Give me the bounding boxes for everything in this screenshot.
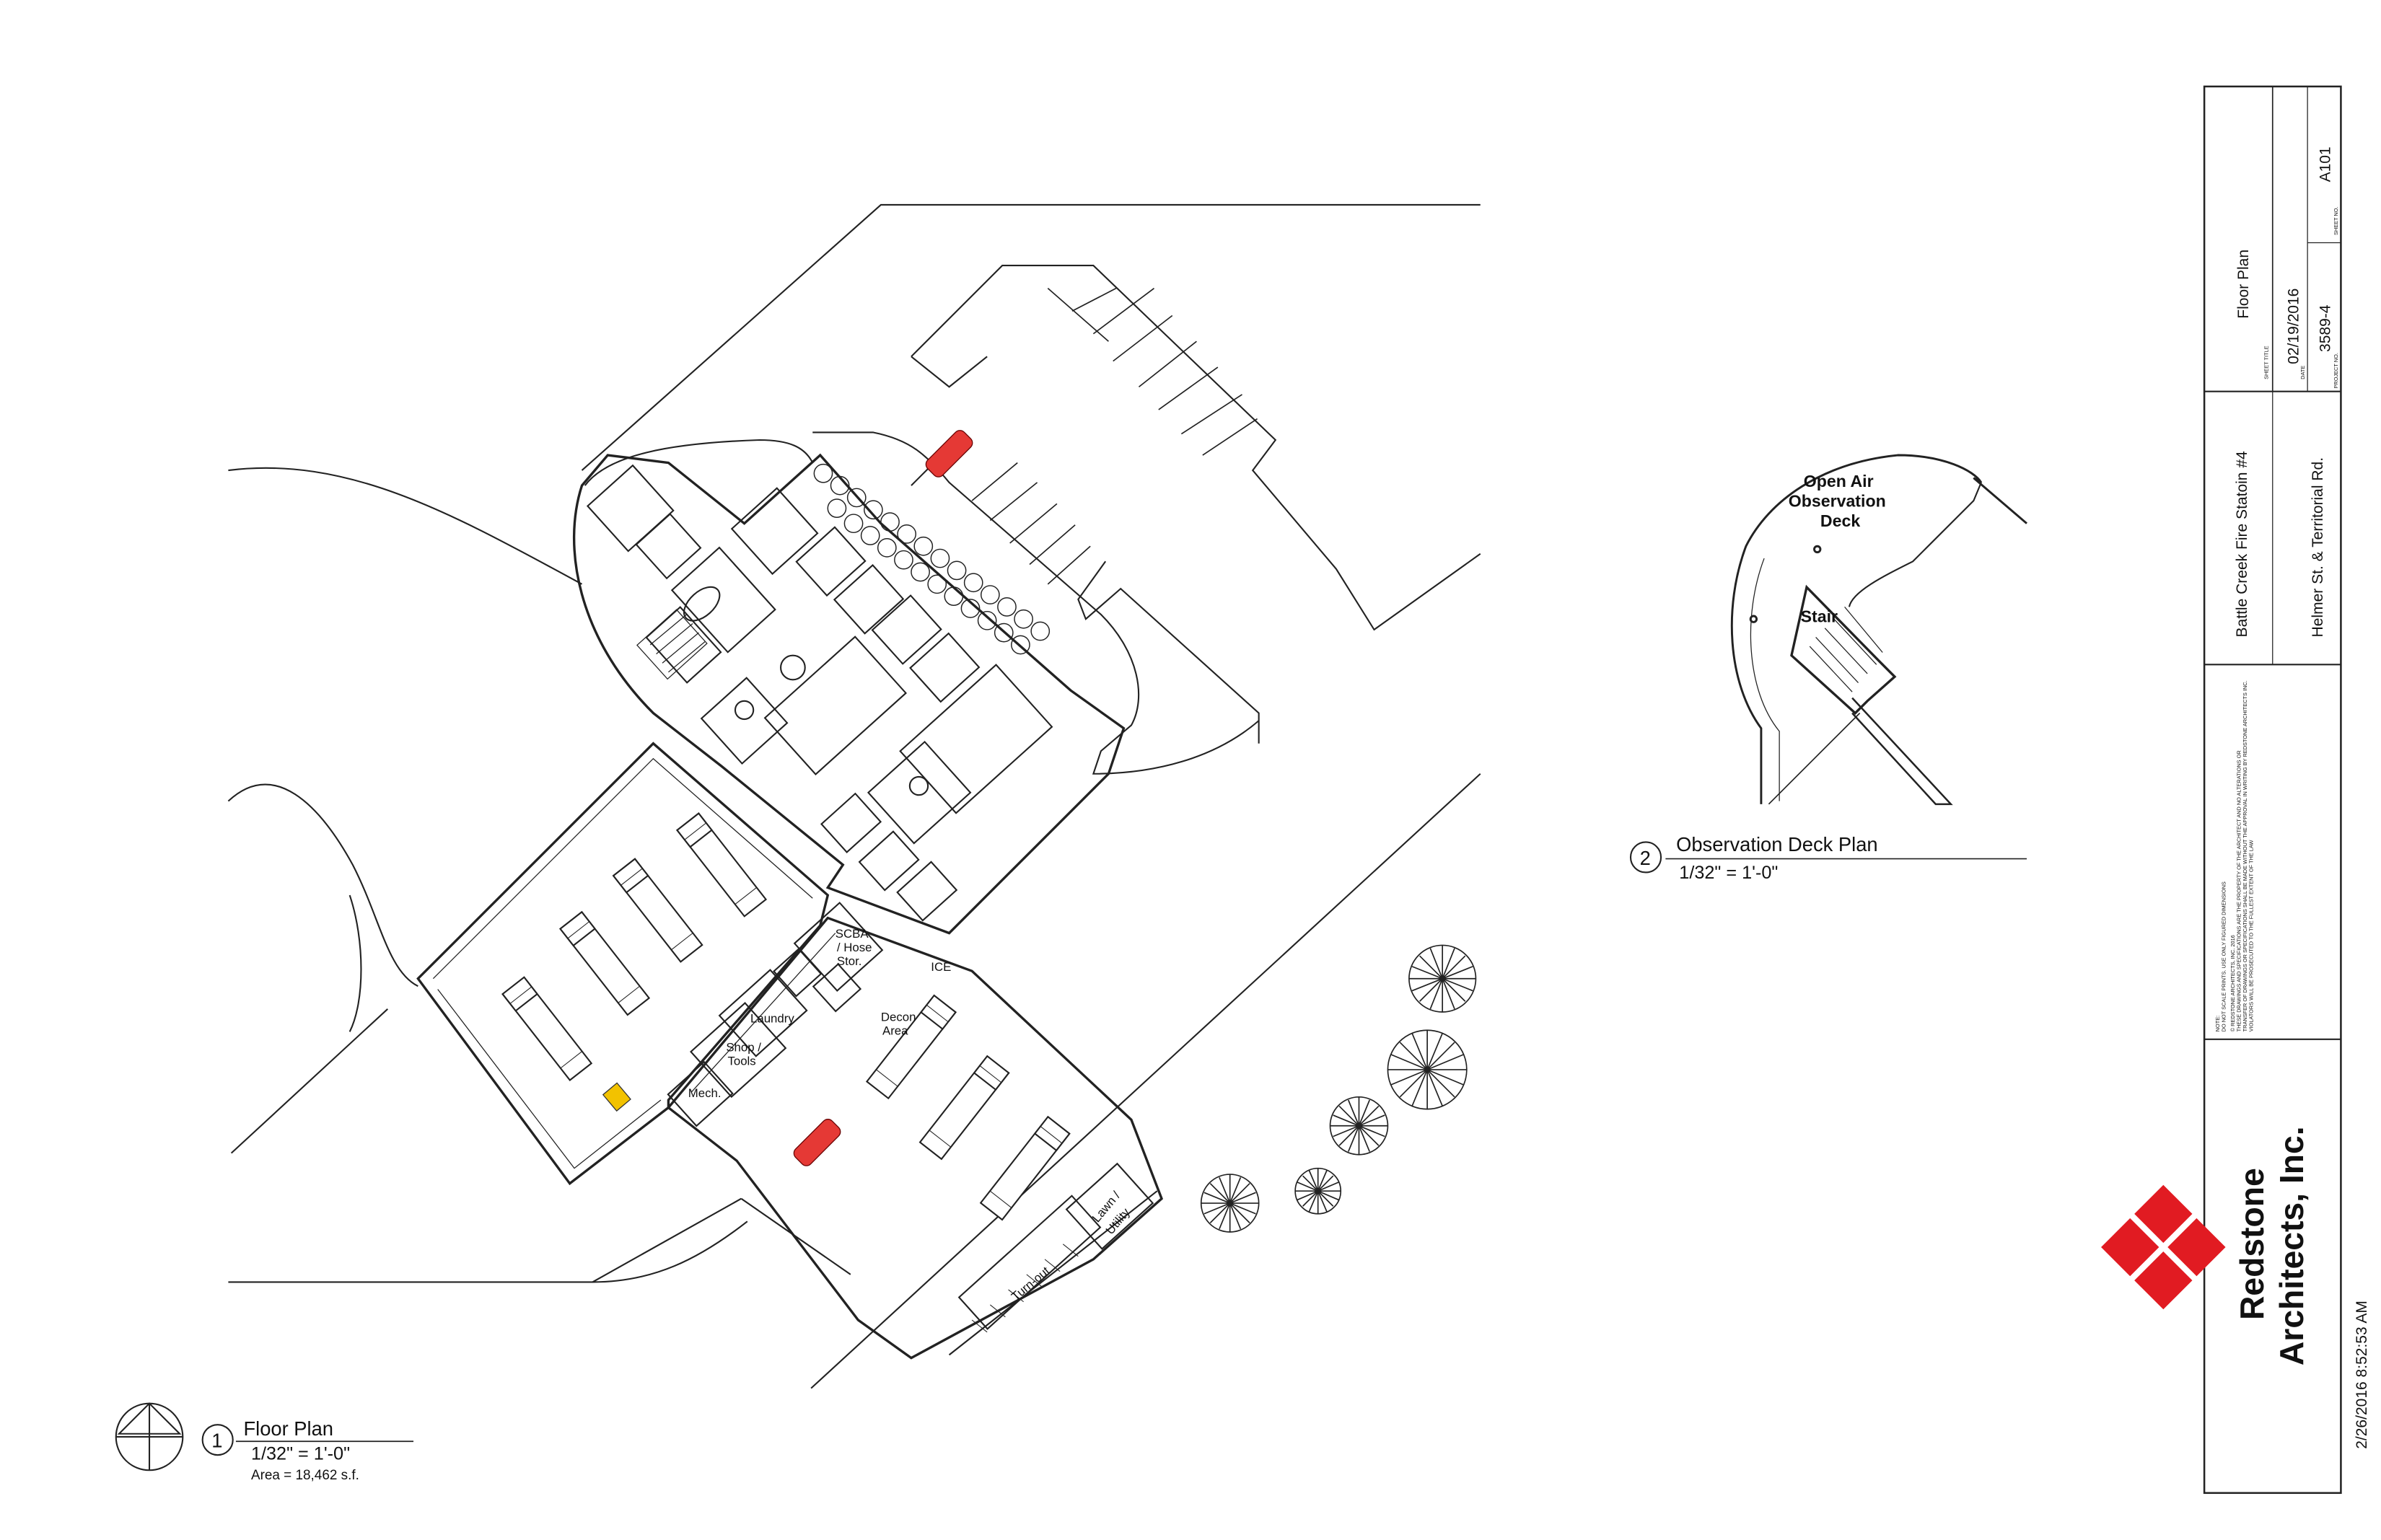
tree-row xyxy=(813,463,1051,655)
deck-callout-bubble xyxy=(1629,841,1662,874)
sheet-title: Floor Plan xyxy=(2235,250,2252,319)
callout-bubble xyxy=(201,1424,234,1456)
date-label: DATE xyxy=(2299,366,2306,379)
scba-label-line1: SCBA xyxy=(836,927,869,941)
scba-label-line3: Stor. xyxy=(837,954,862,968)
title-block xyxy=(2203,85,2342,1495)
deck-callout-number: 2 xyxy=(1640,847,1651,869)
project-no-label: PROJECT NO. xyxy=(2333,353,2339,388)
interior-walls xyxy=(586,464,1053,922)
north-arrow-icon xyxy=(115,1402,184,1471)
sheet-title-label: SHEET TITLE xyxy=(2263,346,2269,379)
front-court xyxy=(584,439,814,486)
floor-plan-callout: 1 Floor Plan 1/32" = 1'-0" Area = 18,462… xyxy=(115,1402,414,1483)
deck-labels: Open Air Observation Deck Stair xyxy=(1789,472,1886,625)
note-5: TRANSFER OF DRAWINGS OR SPECIFICATIONS S… xyxy=(2242,680,2248,1031)
deck-plan-callout: 2 Observation Deck Plan 1/32" = 1'-0" xyxy=(1629,833,2027,883)
firm-name-line2: Architects, Inc. xyxy=(2273,1126,2310,1365)
turnout-hatch xyxy=(971,1244,1079,1333)
floor-plan-scale: 1/32" = 1'-0" xyxy=(251,1444,350,1464)
deck-label-line1: Open Air xyxy=(1804,472,1874,490)
site-trees xyxy=(1200,944,1477,1233)
support-rooms xyxy=(667,902,1154,1330)
shop-label-line2: Tools xyxy=(727,1055,755,1068)
core-stair xyxy=(636,609,708,680)
apparatus-bay-left xyxy=(416,742,830,1186)
observation-deck-plan xyxy=(1730,454,2027,806)
front-drive xyxy=(812,431,1260,775)
note-3: © REDSTONE ARCHITECTS, INC. 2016 xyxy=(2229,935,2236,1031)
parking-stalls xyxy=(971,287,1258,585)
mech-label: Mech. xyxy=(688,1086,722,1100)
deck-plan-scale: 1/32" = 1'-0" xyxy=(1679,863,1778,883)
deck-label-line2: Observation xyxy=(1789,492,1886,511)
decon-label-line2: Area xyxy=(882,1024,908,1038)
red-cars xyxy=(793,430,973,1166)
project-name: Battle Creek Fire Statoin #4 xyxy=(2234,451,2250,637)
callout-number: 1 xyxy=(211,1430,222,1452)
note-4: THESE DRAWINGS AND SPECIFICATIONS ARE TH… xyxy=(2236,750,2242,1031)
scba-label-line2: / Hose xyxy=(837,941,872,954)
floor-plan-title: Floor Plan xyxy=(243,1417,333,1440)
project-address: Helmer St. & Territorial Rd. xyxy=(2310,457,2326,638)
project-no-value: 3589-4 xyxy=(2318,304,2334,352)
sheet-no-value: A101 xyxy=(2318,146,2334,182)
site-lines xyxy=(227,203,1481,1389)
laundry-label: Laundry xyxy=(750,1012,794,1026)
date-value: 02/19/2016 xyxy=(2286,289,2302,364)
stair-label: Stair xyxy=(1801,607,1838,625)
building-core xyxy=(572,453,1126,935)
ice-label: ICE xyxy=(931,960,951,974)
sheet-no-label: SHEET NO. xyxy=(2333,206,2339,235)
shop-label-line1: Shop / xyxy=(726,1041,761,1055)
title-block-text: Floor Plan SHEET TITLE 02/19/2016 DATE 3… xyxy=(2101,146,2370,1449)
note-1: NOTE: xyxy=(2214,1016,2221,1032)
apparatus-bay-right xyxy=(667,916,1164,1360)
deck-plan-title: Observation Deck Plan xyxy=(1676,833,1878,855)
redstone-logo-icon xyxy=(2101,1184,2226,1310)
note-2: DO NOT SCALE PRINTS. USE ONLY FIGURED DI… xyxy=(2221,881,2227,1031)
yellow-tractor xyxy=(602,1082,631,1112)
note-6: VIOLATORS WILL BE PROSECUTED TO THE FULL… xyxy=(2248,840,2254,1031)
decon-label-line1: Decon xyxy=(881,1011,916,1024)
floor-plan-area: Area = 18,462 s.f. xyxy=(251,1468,359,1483)
firm-name-line1: Redstone xyxy=(2233,1168,2271,1320)
deck-label-line3: Deck xyxy=(1820,511,1860,530)
plot-timestamp: 2/26/2016 8:52:53 AM xyxy=(2354,1301,2370,1449)
